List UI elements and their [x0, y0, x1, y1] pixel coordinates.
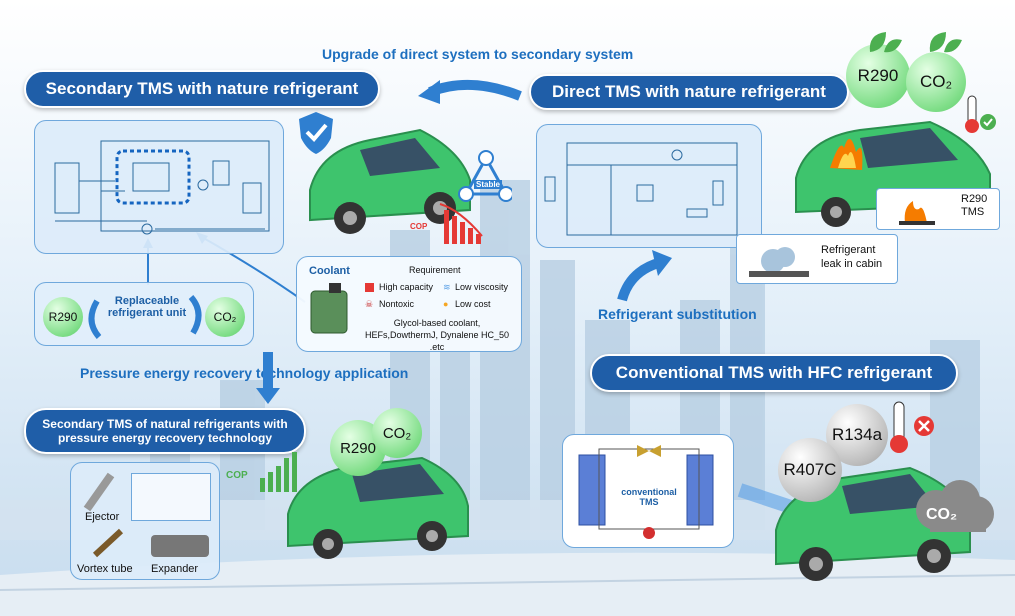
co2-bubble-direct: CO₂ — [906, 52, 966, 112]
r407c-bubble: R407C — [778, 438, 842, 502]
r290-bubble-direct: R290 — [846, 44, 910, 108]
direct-schematic-panel — [536, 124, 762, 248]
conventional-label: conventional TMS — [621, 487, 677, 507]
expander-label: Expander — [151, 563, 199, 575]
coolant-examples: Glycol-based coolant, HEFs,DowthermJ, Dy… — [364, 318, 510, 352]
cop-increase-bars — [260, 452, 297, 492]
caption-substitution: Refrigerant substitution — [598, 306, 757, 322]
co2-bubble-small: CO₂ — [205, 297, 245, 337]
req-nontoxic: Nontoxic — [379, 299, 415, 309]
direct-circuit-diagram — [544, 142, 738, 236]
caption-upgrade: Upgrade of direct system to secondary sy… — [322, 46, 634, 62]
stable-label: Stable — [474, 180, 503, 189]
title-secondary-tms: Secondary TMS with nature refrigerant — [24, 70, 380, 108]
swap-arrows-icon — [88, 295, 202, 339]
leak-label: Refrigerant leak in cabin — [821, 244, 883, 270]
co2-cloud-icon — [916, 480, 994, 532]
conventional-circuit-diagram — [578, 445, 714, 539]
conventional-panel: conventional TMS — [562, 434, 734, 548]
vortex-tube-icon — [92, 528, 124, 558]
stable-triangle-icon — [458, 150, 512, 202]
pressure-components-panel: Ejector Vortex tube Expander — [70, 462, 220, 580]
cop-label-pressure: COP — [226, 470, 248, 481]
secondary-car-illustration — [309, 128, 471, 234]
cop-decrease-bars — [439, 203, 483, 244]
secondary-circuit-diagram — [54, 140, 270, 235]
requirement-title: Requirement — [409, 265, 461, 275]
nontoxic-icon: ☠ — [365, 299, 374, 309]
coolant-panel: Coolant Requirement High capacity ≋ Low … — [296, 256, 522, 352]
secondary-schematic-panel — [34, 120, 284, 254]
fire-icon — [899, 201, 935, 225]
title-pressure-recovery-tms: Secondary TMS of natural refrigerants wi… — [24, 408, 306, 454]
req-low-cost: Low cost — [455, 299, 491, 309]
cop-label-secondary: COP — [410, 222, 428, 231]
co2-bubble-pressure: CO₂ — [372, 408, 422, 458]
replaceable-unit-panel: R290 Replaceable refrigerant unit CO₂ — [34, 282, 254, 346]
ejector-label: Ejector — [85, 511, 120, 523]
pressure-circuit-diagram — [131, 473, 211, 521]
r290-tms-box: R290 TMS — [876, 188, 1000, 230]
title-direct-tms: Direct TMS with nature refrigerant — [529, 74, 849, 110]
r290-tms-label: R290 TMS — [961, 193, 988, 218]
ejector-icon — [83, 472, 115, 512]
pressure-car-illustration — [287, 456, 469, 559]
req-low-viscosity: Low viscosity — [455, 282, 509, 292]
replaceable-unit-label: Replaceable refrigerant unit — [107, 295, 187, 319]
vortex-tube-label: Vortex tube — [77, 563, 133, 575]
expander-icon — [151, 535, 209, 557]
low-cost-icon: ● — [443, 299, 449, 309]
low-viscosity-icon: ≋ — [443, 282, 451, 292]
leak-cloud-icon — [749, 247, 809, 277]
co2-cloud-label: CO₂ — [926, 506, 958, 523]
title-conventional-tms: Conventional TMS with HFC refrigerant — [590, 354, 958, 392]
req-high-capacity: High capacity — [379, 282, 434, 292]
leaf-icons-direct — [869, 32, 962, 53]
coolant-title: Coolant — [309, 265, 350, 277]
shield-check-icon — [299, 112, 333, 154]
high-capacity-icon — [365, 283, 374, 292]
r290-bubble-small: R290 — [43, 297, 83, 337]
caption-pressure-app: Pressure energy recovery technology appl… — [80, 365, 409, 381]
coolant-jug-icon — [310, 283, 348, 334]
thermometer-check-icon — [965, 95, 996, 133]
leak-box: Refrigerant leak in cabin — [736, 234, 898, 284]
thermometer-cross-icon — [890, 401, 934, 453]
